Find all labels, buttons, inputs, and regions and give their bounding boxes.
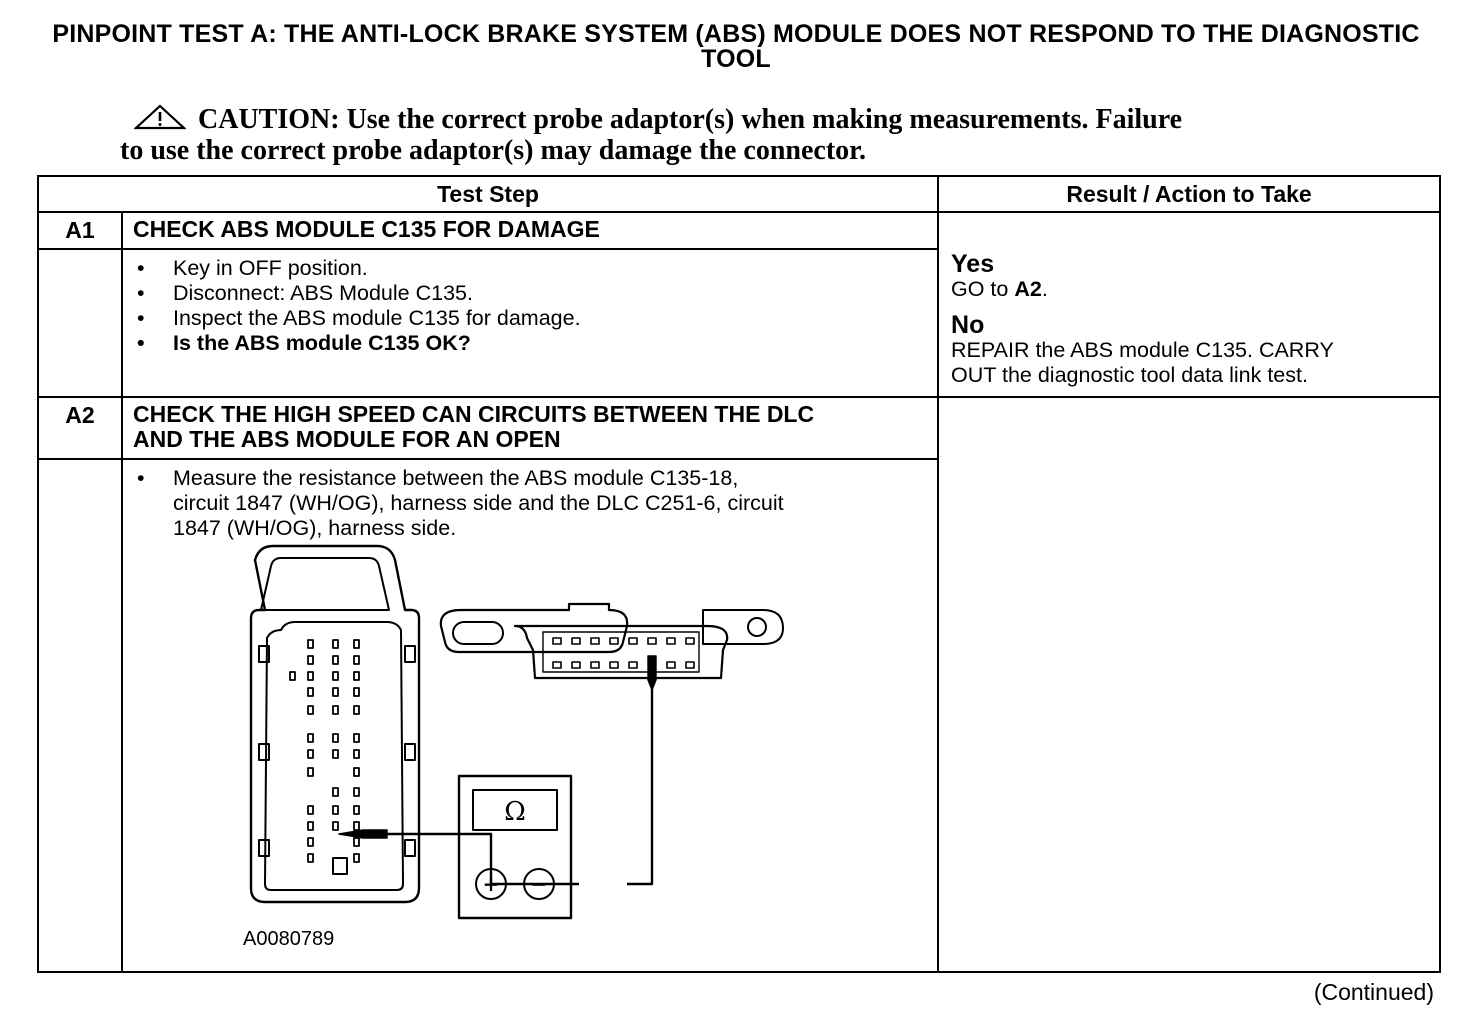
warning-triangle-icon xyxy=(133,104,187,130)
step-title: CHECK THE HIGH SPEED CAN CIRCUITS BETWEE… xyxy=(120,396,940,460)
step-a2-title-row: A2 CHECK THE HIGH SPEED CAN CIRCUITS BET… xyxy=(37,396,1442,973)
c135-pin-cavities xyxy=(289,639,360,863)
step-a1-body-row: Key in OFF position. Disconnect: ABS Mod… xyxy=(37,248,1440,398)
bullet-line-1: Measure the resistance between the ABS m… xyxy=(173,466,739,490)
step-id: A1 xyxy=(37,211,123,250)
result-no-label: No xyxy=(951,311,985,339)
empty-id-cell xyxy=(37,458,123,973)
plus-symbol: + xyxy=(483,872,500,896)
bullet-line-2: circuit 1847 (WH/OG), harness side and t… xyxy=(173,491,784,515)
pinpoint-test-table: Test Step Result / Action to Take A1 CHE… xyxy=(36,175,1442,973)
probe-dlc xyxy=(647,655,657,691)
step-a1-instructions: Key in OFF position. Disconnect: ABS Mod… xyxy=(120,248,940,398)
caution-line-1: Use the correct probe adaptor(s) when ma… xyxy=(346,104,1183,135)
result-yes-label: Yes xyxy=(951,250,995,278)
caution-line-2: to use the correct probe adaptor(s) may … xyxy=(120,135,867,166)
ohm-symbol: Ω xyxy=(504,797,526,827)
measurement-diagram: Ω + − xyxy=(249,544,784,920)
step-a2-instructions: Measure the resistance between the ABS m… xyxy=(120,458,940,973)
step-a1-title-row: A1 CHECK ABS MODULE C135 FOR DAMAGE Yes … xyxy=(37,211,1442,398)
ohmmeter xyxy=(457,774,573,920)
list-item: Disconnect: ABS Module C135. xyxy=(123,281,937,306)
col-header-result: Result / Action to Take xyxy=(937,175,1442,213)
bullet-line-3: 1847 (WH/OG), harness side. xyxy=(173,516,457,540)
step-a2-result xyxy=(937,396,1442,973)
list-item-question: Is the ABS module C135 OK? xyxy=(123,331,937,356)
list-item: Key in OFF position. xyxy=(123,256,937,281)
goto-step-link[interactable]: A2 xyxy=(1014,277,1042,301)
caution-label: CAUTION: xyxy=(198,104,340,135)
list-item: Inspect the ABS module C135 for damage. xyxy=(123,306,937,331)
dlc-pin-cavities xyxy=(552,637,695,669)
yes-action-text: GO to xyxy=(951,277,1015,301)
col-header-test-step: Test Step xyxy=(36,175,940,213)
abs-module-connector-c135 xyxy=(249,544,421,904)
step-id: A2 xyxy=(37,396,123,460)
minus-symbol: − xyxy=(531,872,548,896)
list-item: Measure the resistance between the ABS m… xyxy=(123,466,937,541)
table-header-row: Test Step Result / Action to Take xyxy=(36,175,1442,213)
step-title: CHECK ABS MODULE C135 FOR DAMAGE xyxy=(120,211,940,250)
result-yes-action: GO to A2. xyxy=(951,277,1429,302)
continued-label: (Continued) xyxy=(1313,979,1434,1005)
step-a2-body-row: Measure the resistance between the ABS m… xyxy=(37,458,1440,973)
dlc-connector-c251 xyxy=(439,602,784,680)
caution-note: CAUTION: Use the correct probe adaptor(s… xyxy=(120,104,1360,166)
step-title-line-2: AND THE ABS MODULE FOR AN OPEN xyxy=(133,426,561,452)
wire-negative xyxy=(627,688,654,886)
result-no-action-line-1: REPAIR the ABS module C135. CARRY xyxy=(951,338,1334,362)
result-no-action-line-2: OUT the diagnostic tool data link test. xyxy=(951,363,1308,387)
probe-c135 xyxy=(338,829,388,839)
step-a1-result: Yes GO to A2. No REPAIR the ABS module C… xyxy=(937,211,1442,398)
page-title: PINPOINT TEST A: THE ANTI-LOCK BRAKE SYS… xyxy=(52,20,1420,73)
wire-positive xyxy=(387,832,579,886)
step-title-line-1: CHECK THE HIGH SPEED CAN CIRCUITS BETWEE… xyxy=(133,401,815,427)
empty-id-cell xyxy=(37,248,123,398)
figure-id: A0080789 xyxy=(243,928,335,950)
yes-action-suffix: . xyxy=(1041,277,1048,301)
